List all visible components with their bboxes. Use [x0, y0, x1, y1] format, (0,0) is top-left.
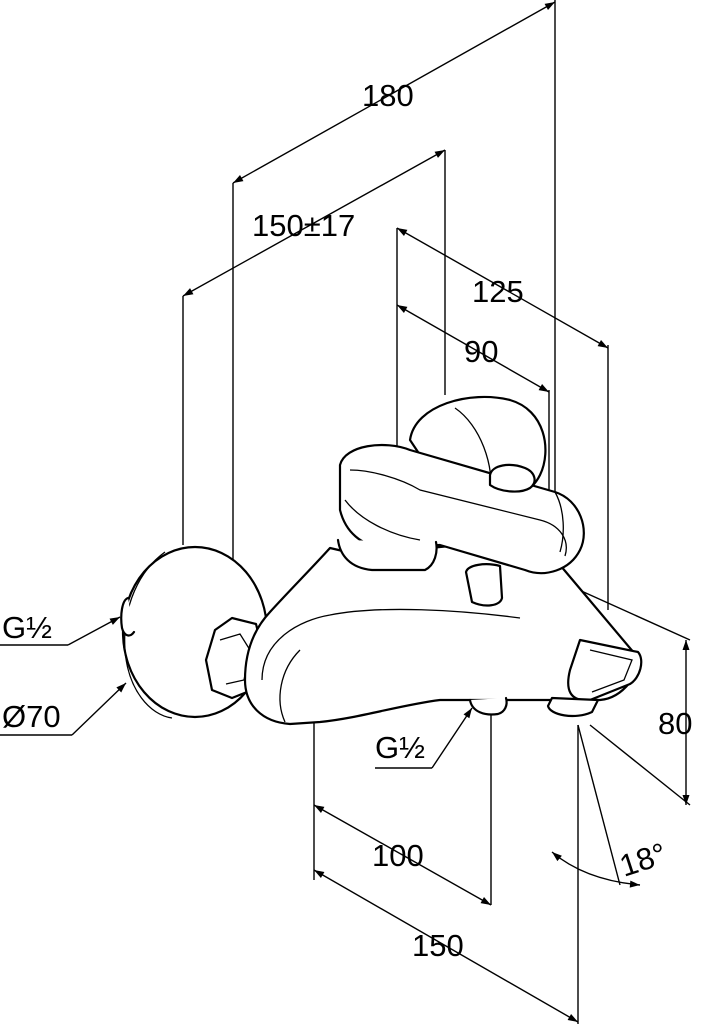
label-leaders — [0, 616, 473, 769]
dimline-150 — [313, 869, 579, 1023]
label-diameter: Ø70 — [2, 699, 61, 734]
dim-90: 90 — [464, 334, 498, 369]
dimline-125 — [396, 227, 609, 349]
dim-180: 180 — [362, 78, 414, 113]
dim-100: 100 — [372, 838, 424, 873]
dimension-lines — [182, 1, 690, 1023]
part-labels: G½ Ø70 G½ — [2, 610, 425, 765]
dimline-150-17 — [182, 149, 446, 297]
dimension-labels: 180 150±17 125 90 80 100 150 18° — [252, 78, 692, 963]
dim-125: 125 — [472, 274, 524, 309]
dim-150-17: 150±17 — [252, 208, 355, 243]
label-thread-outlet: G½ — [375, 730, 425, 765]
angle-arc-18 — [551, 851, 641, 888]
dim-80: 80 — [658, 706, 692, 741]
dimline-90 — [396, 304, 550, 393]
label-thread-left: G½ — [2, 610, 52, 645]
dim-150: 150 — [412, 928, 464, 963]
faucet-drawing — [120, 395, 643, 726]
dim-angle-18: 18° — [615, 836, 670, 884]
